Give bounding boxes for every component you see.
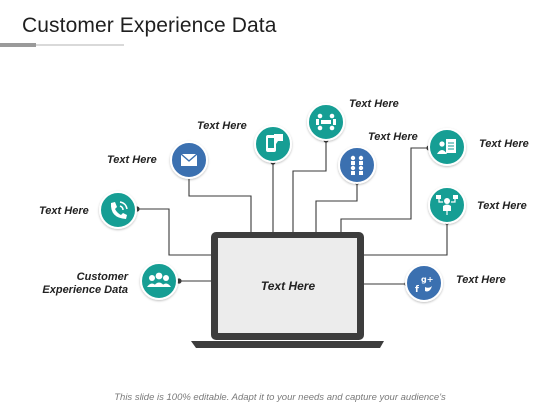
social-icon: g+ f: [405, 264, 443, 302]
phone-chat-icon: [254, 125, 292, 163]
connector-meeting: [292, 140, 327, 234]
footer-note: This slide is 100% editable. Adapt it to…: [114, 392, 446, 403]
connector-org: [362, 222, 448, 256]
org-chart-icon: [428, 186, 466, 224]
connector-phone: [137, 208, 213, 256]
label-clipboard: Text Here: [479, 138, 529, 150]
label-phone-chat: Text Here: [197, 120, 247, 132]
clipboard-icon: [428, 128, 466, 166]
label-mail: Text Here: [107, 154, 157, 166]
connector-team: [315, 182, 358, 234]
svg-text:f: f: [415, 285, 419, 295]
people-icon: [140, 262, 178, 300]
title-underline-accent: [0, 43, 36, 47]
laptop-screen: [218, 238, 357, 333]
connector-lines: [137, 140, 448, 285]
laptop-base: [191, 341, 384, 348]
label-customer-experience-data: Customer Experience Data: [42, 271, 128, 296]
label-meeting: Text Here: [349, 98, 399, 110]
label-team: Text Here: [368, 131, 418, 143]
label-social: Text Here: [456, 274, 506, 286]
laptop-screen-label: Text Here: [260, 279, 316, 293]
page-title: Customer Experience Data: [22, 14, 277, 37]
connector-clipboard: [340, 147, 429, 234]
meeting-icon: [307, 103, 345, 141]
label-phone: Text Here: [39, 205, 89, 217]
label-org-chart: Text Here: [477, 200, 527, 212]
team-icon: [338, 146, 376, 184]
svg-text:g+: g+: [421, 275, 433, 284]
connector-mail: [188, 176, 252, 234]
laptop: [191, 232, 384, 348]
mail-icon: [170, 141, 208, 179]
phone-icon: [99, 191, 137, 229]
title-underline: [0, 44, 124, 46]
